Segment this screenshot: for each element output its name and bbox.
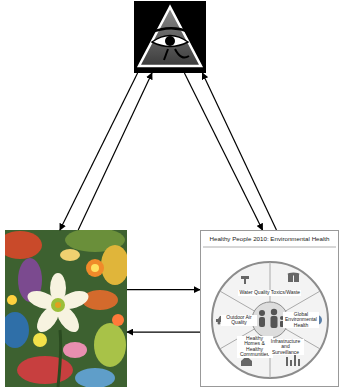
wheel-label: Water Quality xyxy=(238,290,270,296)
symbol-image xyxy=(134,1,206,73)
wheel-label: Infrastructure and Surveillance xyxy=(268,339,304,356)
arrow-connector xyxy=(184,73,262,230)
painting-image xyxy=(5,230,127,387)
arrow-connector xyxy=(127,331,200,332)
arrow-connector xyxy=(60,73,138,230)
eye-symbol xyxy=(134,1,206,73)
arrow-connector xyxy=(78,73,152,230)
health-panel: Healthy People 2010: Environmental Healt… xyxy=(200,230,339,387)
arrow-connector xyxy=(127,289,200,290)
wheel-label: Global Environmental Health xyxy=(283,312,319,329)
panel-title: Healthy People 2010: Environmental Healt… xyxy=(201,231,338,242)
wheel-label: Toxics/Waste xyxy=(270,290,301,296)
wheel-label: Outdoor Air Quality xyxy=(221,315,257,326)
arrow-connector xyxy=(202,73,276,230)
health-wheel xyxy=(200,230,339,387)
flower-painting xyxy=(5,230,127,387)
